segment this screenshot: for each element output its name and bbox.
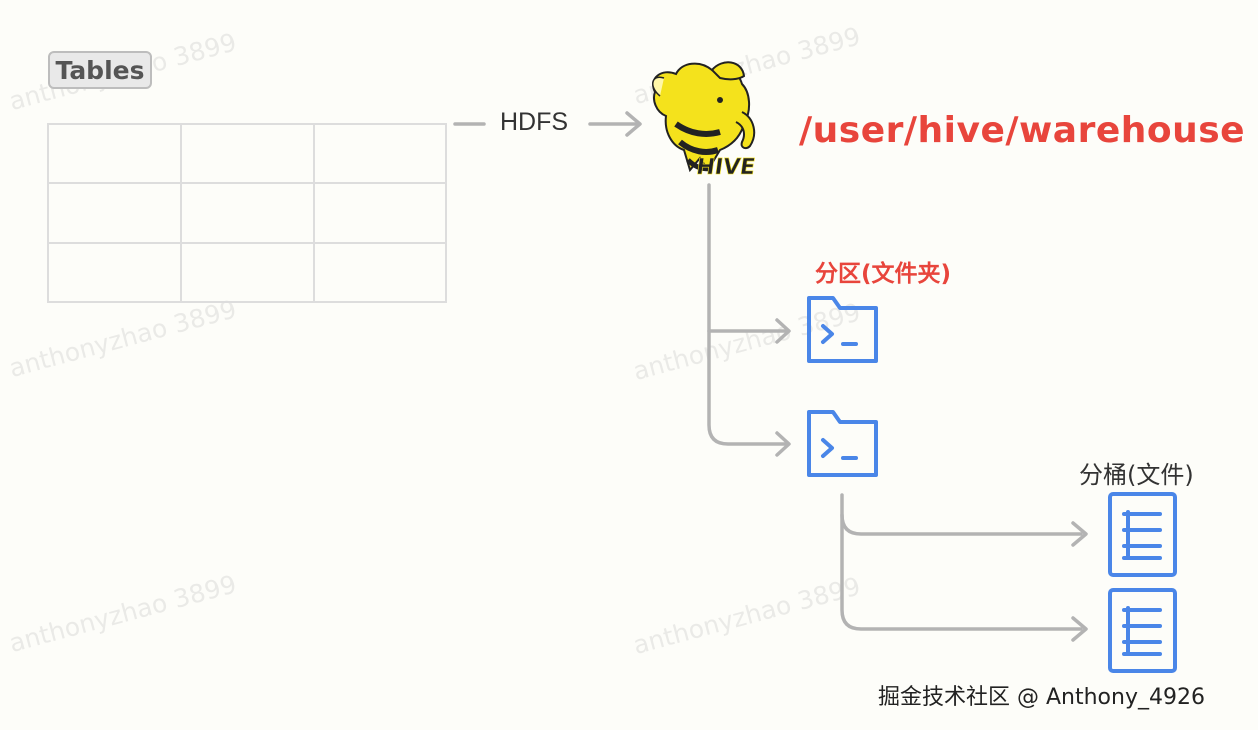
- connector-partition-bucket-2: [840, 513, 1088, 642]
- folder-terminal-icon: [807, 410, 878, 477]
- list-file-icon: [1108, 492, 1177, 577]
- hive-logo-text: HIVE: [695, 154, 757, 180]
- hive-logo-icon: [652, 61, 756, 173]
- tables-badge: Tables: [48, 51, 152, 89]
- table-grid: [47, 123, 447, 303]
- partition-label: 分区(文件夹): [815, 261, 952, 287]
- arrow-hdfs-hive: [588, 111, 642, 137]
- list-file-icon: [1108, 588, 1177, 673]
- connector-hive-partition-1: [707, 183, 791, 344]
- connector-hive-partition-2: [707, 329, 791, 457]
- source-credit: 掘金技术社区 @ Anthony_4926: [878, 685, 1205, 710]
- bucket-label: 分桶(文件): [1079, 461, 1194, 489]
- warehouse-path-label: /user/hive/warehouse: [799, 110, 1246, 151]
- connector-partition-bucket-1: [840, 493, 1088, 547]
- hdfs-label: HDFS: [500, 108, 569, 136]
- folder-terminal-icon: [807, 296, 878, 363]
